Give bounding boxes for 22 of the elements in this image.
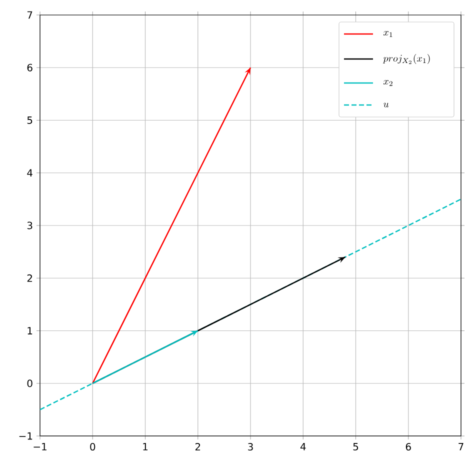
y-tick-label: 5 — [27, 116, 32, 124]
x-tick-label: 5 — [353, 443, 358, 450]
legend-label: $proj_{X_2}(x_1)$ — [382, 54, 430, 64]
x-tick-label: 2 — [195, 442, 200, 450]
y-tick-label: 2 — [27, 274, 32, 282]
x-tick-label: 6 — [406, 442, 411, 451]
y-tick-label: 6 — [27, 64, 32, 72]
x-tick-label: 4 — [300, 443, 306, 450]
y-tick-label: 3 — [27, 222, 32, 230]
y-tick-label: 0 — [27, 380, 32, 388]
x-tick-label: 3 — [248, 442, 253, 451]
x-tick-label: −1 — [34, 443, 46, 450]
y-tick-label: −1 — [19, 432, 32, 440]
y-tick-label: 7 — [27, 11, 32, 19]
legend-label: $x_1$ — [384, 30, 392, 37]
y-tick-label: 4 — [27, 169, 32, 176]
legend-label: $x_2$ — [384, 80, 392, 86]
legend-label: $u$ — [384, 102, 389, 108]
y-tick-label: 1 — [28, 327, 32, 334]
x-tick-label: 1 — [143, 443, 148, 450]
x-tick-label: 7 — [458, 443, 464, 450]
x-tick-label: 0 — [90, 442, 96, 451]
